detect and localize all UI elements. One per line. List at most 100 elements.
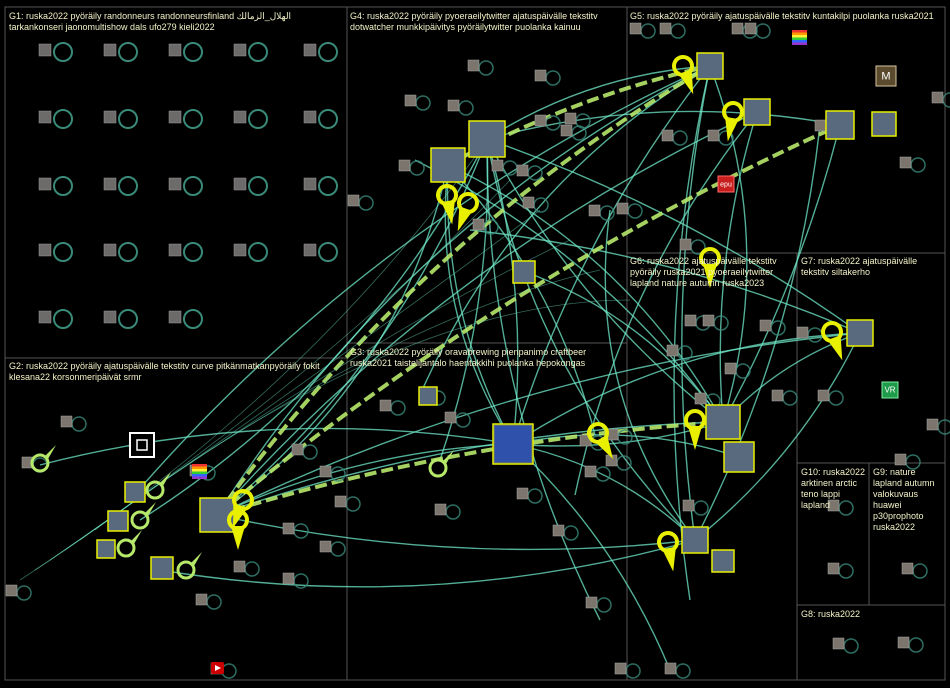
edge [681, 65, 711, 542]
avatar [319, 540, 332, 553]
self-loop [183, 309, 203, 329]
avatar [659, 22, 672, 35]
self-loop [244, 561, 260, 577]
avatar [303, 110, 317, 124]
edge [414, 159, 724, 424]
avatar [814, 119, 827, 132]
self-loop [118, 109, 138, 129]
self-loop [625, 663, 641, 679]
avatar [168, 110, 182, 124]
avatar [282, 572, 295, 585]
self-loop [118, 42, 138, 62]
badge [875, 65, 897, 87]
avatar [195, 593, 208, 606]
avatar-highlighted [430, 147, 466, 183]
green-marker [130, 502, 156, 530]
avatar [168, 310, 182, 324]
self-loop [409, 160, 425, 176]
edge [512, 64, 711, 445]
avatar [103, 43, 117, 57]
avatar [379, 399, 392, 412]
edge [719, 111, 758, 424]
edge [216, 111, 759, 516]
self-loop [330, 466, 346, 482]
avatar [233, 560, 246, 573]
self-loop [345, 496, 361, 512]
self-loop [675, 663, 691, 679]
self-loop [910, 157, 926, 173]
avatar-highlighted [696, 52, 724, 80]
group-box-3 [346, 342, 628, 681]
edge [486, 138, 696, 541]
avatar [282, 522, 295, 535]
rainbow-flag-icon [792, 32, 807, 35]
self-loop [563, 525, 579, 541]
avatar [303, 43, 317, 57]
hub-image [495, 426, 531, 462]
avatar [560, 124, 573, 137]
rainbow-flag-icon [192, 469, 207, 472]
self-loop [937, 419, 950, 435]
group-label-g1: G1: ruska2022 pyöräily randonneurs rando… [9, 11, 292, 32]
avatar [491, 159, 504, 172]
avatar [827, 499, 840, 512]
self-loop [672, 130, 688, 146]
group-label-g6: G6: ruska2022 ajatuspäivälle tekstitv py… [630, 256, 777, 288]
edge [511, 443, 671, 671]
avatar [684, 314, 697, 327]
avatar [771, 389, 784, 402]
edge [483, 137, 601, 621]
group-label-g3: G3: ruska2022 pyöräily oravabrewing pien… [350, 347, 587, 368]
edge [694, 331, 861, 541]
pin-marker [227, 509, 249, 550]
edge [722, 124, 841, 424]
avatar [827, 562, 840, 575]
green-marker [30, 445, 56, 473]
avatar [233, 43, 247, 57]
self-loop [183, 242, 203, 262]
self-loop [693, 500, 709, 516]
self-loop [183, 176, 203, 196]
avatar [731, 22, 744, 35]
group-label-g10: G10: ruska2022 arktinen arctic teno lapp… [801, 467, 866, 510]
avatar [404, 94, 417, 107]
edge [485, 137, 519, 445]
edge [216, 418, 725, 516]
self-loop [221, 663, 237, 679]
edge [139, 137, 488, 521]
avatar-highlighted [825, 110, 855, 140]
avatar [38, 43, 52, 57]
avatar [168, 43, 182, 57]
self-loop [53, 242, 73, 262]
avatar [291, 443, 304, 456]
avatar-highlighted [96, 539, 116, 559]
avatar [899, 156, 912, 169]
badge-text: VR [884, 386, 895, 395]
avatar [522, 196, 535, 209]
self-loop [318, 109, 338, 129]
youtube-play-icon [215, 665, 221, 671]
self-loop [318, 242, 338, 262]
avatar [724, 362, 737, 375]
avatar [168, 243, 182, 257]
pin-marker [657, 531, 679, 572]
heavy-edge [215, 64, 712, 517]
avatar-highlighted [681, 526, 709, 554]
avatar [694, 392, 707, 405]
self-loop [527, 165, 543, 181]
group-label-g5: G5: ruska2022 pyöräily ajatuspäivälle te… [630, 11, 934, 21]
heavy-edge [216, 420, 724, 517]
avatar-highlighted [711, 549, 735, 573]
avatar [616, 202, 629, 215]
self-loop [571, 125, 587, 141]
avatar [447, 99, 460, 112]
avatar [564, 112, 577, 125]
self-loop [53, 309, 73, 329]
avatar [347, 194, 360, 207]
rainbow-flag-icon [192, 476, 207, 479]
self-loop [942, 92, 950, 108]
pin-marker [699, 247, 721, 288]
avatar [534, 114, 547, 127]
self-loop [248, 109, 268, 129]
